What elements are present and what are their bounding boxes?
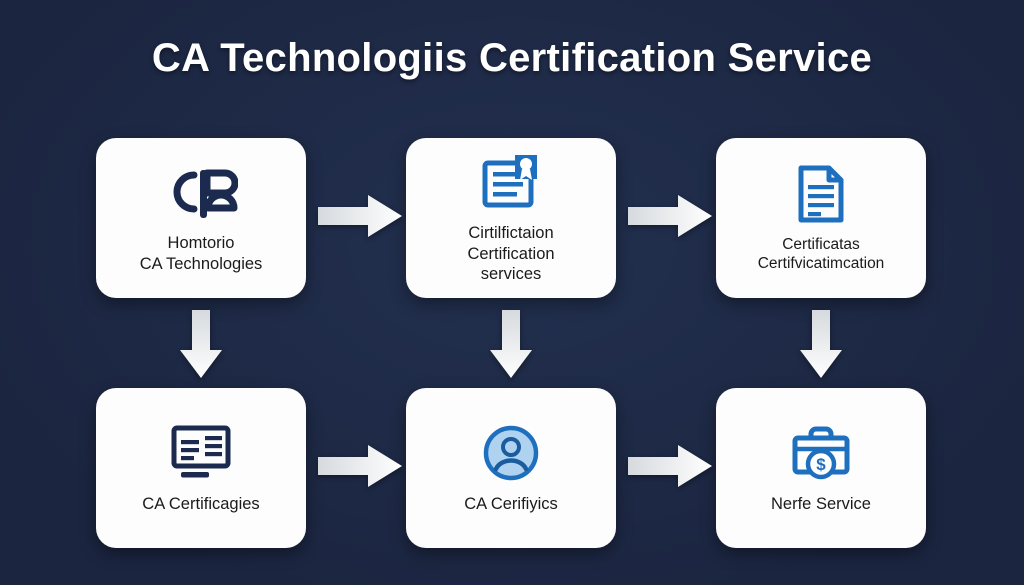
card-certification-services[interactable]: Cirtilfictaion Certification services	[406, 138, 616, 298]
monitor-icon	[169, 422, 233, 484]
arrow-col3-row1-row2	[800, 310, 842, 378]
card-homtorio-ca-technologies[interactable]: Homtorio CA Technologies	[96, 138, 306, 298]
card-ca-certifics[interactable]: CA Cerifiyics	[406, 388, 616, 548]
arrow-row2-col1-col2	[318, 445, 402, 487]
arrow-col2-row1-row2	[490, 310, 532, 378]
briefcase-dollar-icon: $	[790, 422, 852, 484]
card-certificates[interactable]: Certificatas Certifvicatimcation	[716, 138, 926, 298]
ca-logo-icon	[164, 161, 238, 223]
card-label: CA Cerifiyics	[464, 494, 558, 513]
arrow-row1-col1-col2	[318, 195, 402, 237]
document-icon	[795, 163, 847, 225]
card-label: Certificatas Certifvicatimcation	[757, 235, 885, 272]
arrow-col1-row1-row2	[180, 310, 222, 378]
card-label: CA Certificagies	[142, 494, 260, 513]
card-ca-certificates[interactable]: CA Certificagies	[96, 388, 306, 548]
svg-text:$: $	[816, 455, 826, 474]
page-title: CA Technologiis Certification Service	[151, 36, 873, 80]
card-label: Homtorio CA Technologies	[139, 234, 263, 273]
arrow-row2-col2-col3	[628, 445, 712, 487]
arrow-row1-col2-col3	[628, 195, 712, 237]
card-label: Nerfe Service	[771, 494, 871, 513]
card-nerfe-service[interactable]: $ Nerfe Service	[716, 388, 926, 548]
card-label: Cirtilfictaion Certification services	[467, 224, 555, 284]
user-avatar-icon	[482, 422, 540, 484]
certificate-seal-icon	[481, 151, 541, 213]
